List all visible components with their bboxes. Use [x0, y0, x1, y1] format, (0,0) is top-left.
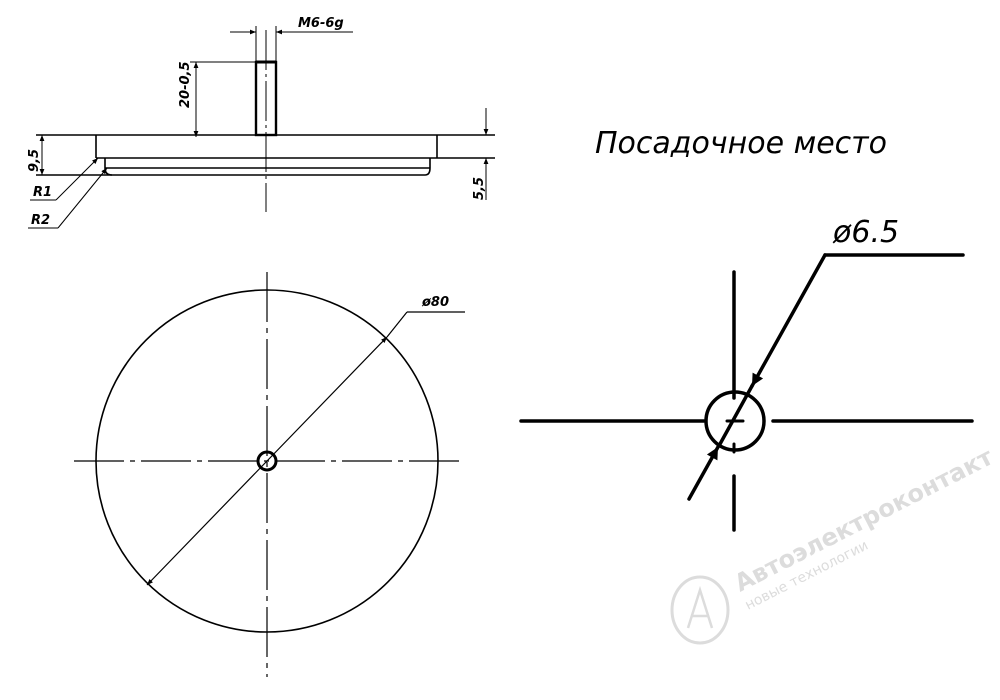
radius-1-label: R1 — [33, 185, 52, 200]
watermark-company: Автоэлектроконтакт — [730, 443, 997, 598]
total-height-label: 9,5 — [27, 149, 42, 172]
mounting-hole-view — [519, 253, 974, 532]
watermark-logo-icon — [670, 575, 730, 645]
diameter-80-line — [146, 336, 388, 586]
mounting-hole-title: Посадочное место — [595, 126, 887, 161]
watermark: Автоэлектроконтакт новые технологии — [670, 443, 997, 645]
side-view — [28, 26, 495, 229]
radius-2-label: R2 — [31, 213, 50, 228]
stud-height-label: 20-0,5 — [178, 61, 193, 108]
plan-view — [74, 272, 465, 677]
flange-height-label: 5,5 — [472, 177, 487, 200]
lower-flange — [104, 158, 431, 176]
diameter-80-label: ø80 — [421, 295, 449, 310]
hole-diameter-label: ø6.5 — [832, 215, 899, 250]
thread-label: M6-6g — [298, 16, 344, 31]
